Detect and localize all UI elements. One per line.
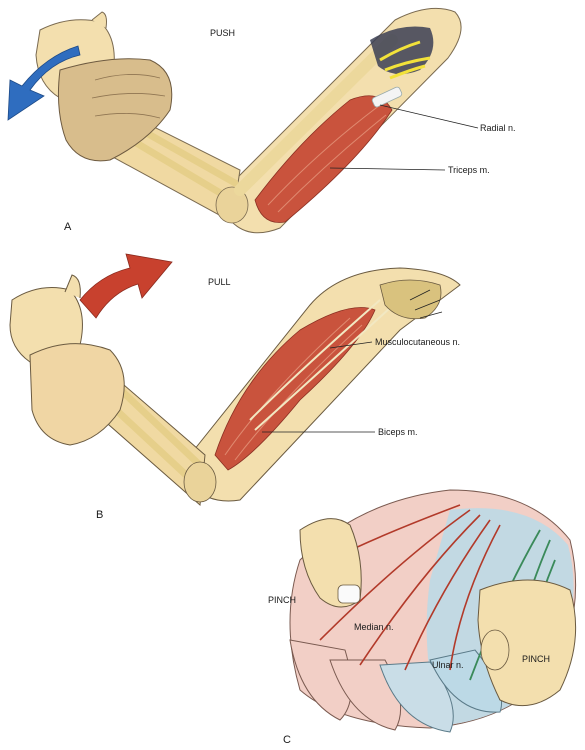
pinch-right-label: PINCH	[522, 654, 550, 664]
pinch-finger-right	[480, 629, 510, 671]
radial-nerve	[379, 40, 431, 80]
panel-c-pinch: PINCH Median n. Ulnar n. PINCH C	[268, 489, 577, 746]
pinch-left-label: PINCH	[268, 595, 296, 605]
musculocutaneous-label: Musculocutaneous n.	[375, 337, 460, 347]
panel-b-pull: PULL Musculocutaneous n. Biceps m. B	[9, 253, 461, 521]
elbow-a	[215, 186, 249, 224]
leader-triceps	[329, 167, 446, 171]
leader-musculocutaneous	[329, 341, 373, 349]
examiner-hand-right	[477, 579, 577, 707]
ulnar-nerve-label: Ulnar n.	[432, 660, 464, 670]
median-nerve-label: Median n.	[354, 622, 394, 632]
elbow-b	[183, 461, 217, 503]
biceps-label: Biceps m.	[378, 427, 418, 437]
pull-arrow	[79, 253, 173, 319]
thumbnail-left	[337, 584, 361, 604]
push-arrow	[7, 45, 81, 121]
triceps-label: Triceps m.	[448, 165, 490, 175]
panel-a-push: PUSH Radial n. Triceps m. A	[7, 7, 516, 234]
humerus-a	[234, 34, 398, 196]
panel-a-letter: A	[64, 221, 72, 233]
push-label: PUSH	[210, 28, 235, 38]
examiner-hand-a	[57, 58, 173, 162]
musculocutaneous-nerve	[249, 299, 391, 431]
leader-radial	[379, 104, 479, 129]
radial-nerve-label: Radial n.	[480, 123, 516, 133]
triceps-muscle	[254, 95, 393, 223]
retractor-a	[371, 86, 403, 108]
panel-b-letter: B	[96, 509, 103, 521]
pull-label: PULL	[208, 277, 231, 287]
panel-c-letter: C	[283, 734, 291, 746]
examiner-hand-b	[29, 343, 125, 446]
median-nerve-branches	[319, 504, 501, 671]
